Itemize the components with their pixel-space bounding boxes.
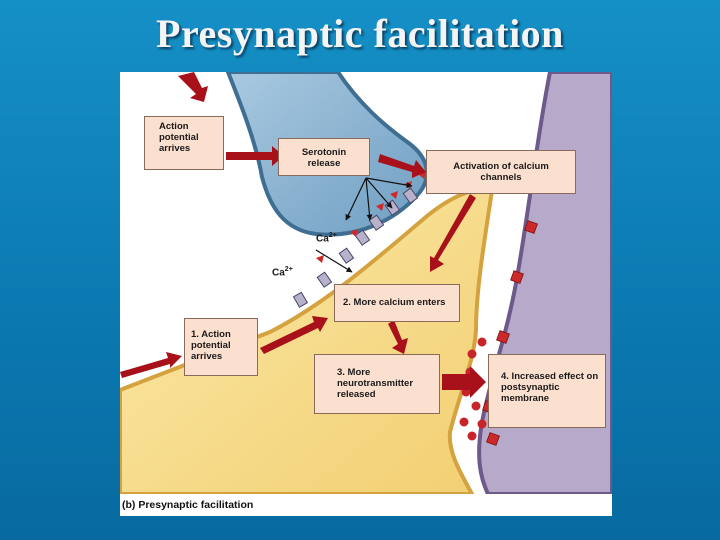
calcium-channels <box>292 187 419 308</box>
ca-label-upper-charge: 2+ <box>328 232 337 239</box>
arrow-top-left <box>178 72 208 102</box>
label-action-potential-top-text: Action potential arrives <box>159 121 199 154</box>
label-activation-calcium-channels-text: Activation of calcium channels <box>453 161 549 183</box>
arrow-increased-effect <box>442 366 486 398</box>
arrow-action-to-serotonin <box>226 146 284 166</box>
label-serotonin-release: Serotonin release <box>278 138 370 176</box>
label-serotonin-release-text: Serotonin release <box>301 147 347 169</box>
ca-label-upper: Ca2+ <box>316 232 337 244</box>
serotonin-diffusion-arrows <box>315 177 413 273</box>
label-activation-calcium-channels: Activation of calcium channels <box>426 150 576 194</box>
arrow-calcium-down <box>388 320 408 354</box>
ca-label-upper-base: Ca <box>316 233 329 245</box>
arrow-left-edge <box>120 352 182 378</box>
ca-label-lower: Ca2+ <box>272 266 293 278</box>
arrow-serotonin-to-activation <box>378 154 426 178</box>
label-more-calcium-enters: 2. More calcium enters <box>334 284 460 322</box>
label-more-calcium-enters-text: 2. More calcium enters <box>343 297 446 308</box>
arrow-activation-down <box>430 194 476 272</box>
slide-title: Presynaptic facilitation <box>156 11 564 56</box>
caption-strip <box>120 494 612 516</box>
label-action-potential-top: Action potential arrives <box>144 116 224 170</box>
process-arrows <box>120 72 486 398</box>
figure-caption: (b) Presynaptic facilitation <box>122 499 254 511</box>
postsynaptic-cell <box>477 72 612 496</box>
diagram-figure: Action potential arrives Serotonin relea… <box>120 72 612 516</box>
ca-label-lower-charge: 2+ <box>284 266 293 273</box>
arrow-action1 <box>260 316 328 354</box>
ca-label-lower-base: Ca <box>272 267 285 279</box>
label-action-potential-1-text: 1. Action potential arrives <box>191 329 231 362</box>
label-more-neurotransmitter-text: 3. More neurotransmitter released <box>337 367 414 400</box>
label-action-potential-1: 1. Action potential arrives <box>184 318 258 376</box>
label-increased-effect: 4. Increased effect on postsynaptic memb… <box>488 354 606 428</box>
label-more-neurotransmitter: 3. More neurotransmitter released <box>314 354 440 414</box>
presynaptic-terminal <box>120 188 495 496</box>
label-increased-effect-text: 4. Increased effect on postsynaptic memb… <box>501 371 599 404</box>
